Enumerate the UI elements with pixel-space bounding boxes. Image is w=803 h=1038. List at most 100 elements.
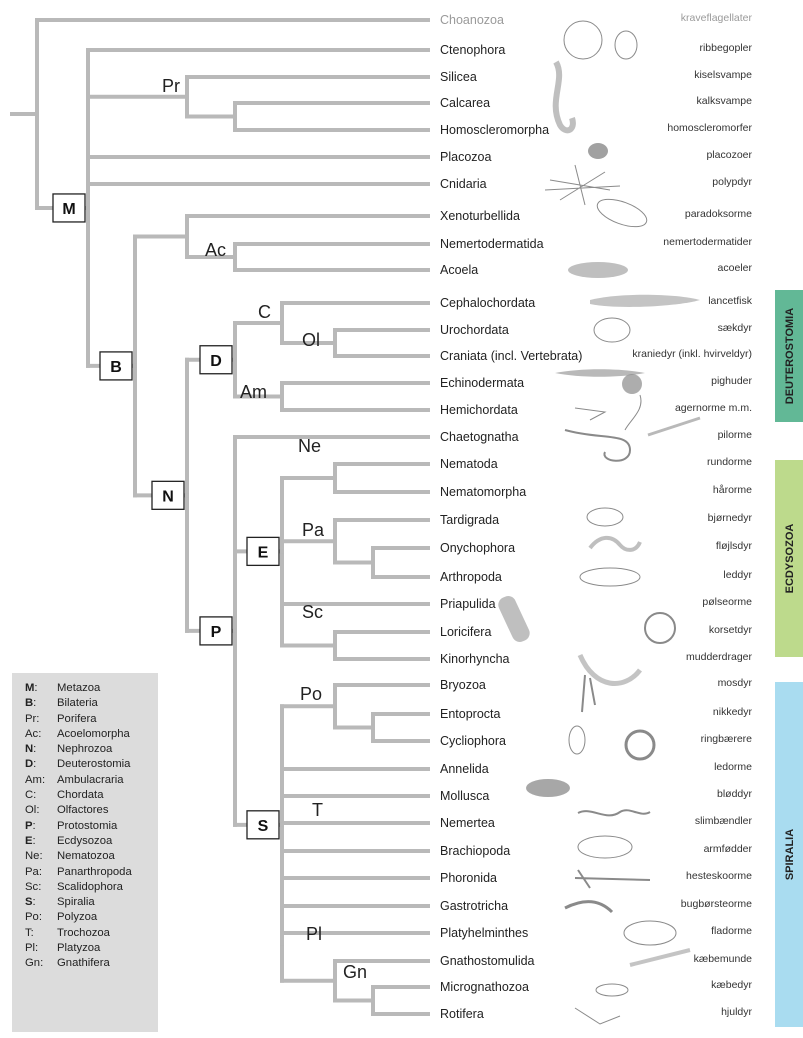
legend-row-s: S:Spiralia <box>25 895 158 910</box>
taxon-craniata-incl-vertebrata: Craniata (incl. Vertebrata) <box>440 349 582 363</box>
phoronida-illustration <box>575 870 650 888</box>
legend-separator: : <box>34 682 37 694</box>
legend-abbr-letter: Am <box>25 774 42 786</box>
legend-row-ac: Ac:Acoelomorpha <box>25 727 158 742</box>
band-ecdysozoa: ECDYSOZOA <box>775 460 803 657</box>
taxon-homoscleromorpha: Homoscleromorpha <box>440 123 549 137</box>
legend-name: Deuterostomia <box>57 758 130 770</box>
band-deuterostomia: DEUTEROSTOMIA <box>775 290 803 422</box>
brachiopoda-illustration <box>578 836 632 858</box>
nemertea-illustration <box>578 810 650 815</box>
common-name-platyhelminthes: fladorme <box>711 925 752 937</box>
common-name-craniata-incl-vertebrata: kraniedyr (inkl. hvirveldyr) <box>632 348 752 360</box>
kinorhyncha-illustration <box>580 655 640 684</box>
clade-label-am: Am <box>240 382 267 402</box>
common-name-nematomorpha: hårorme <box>713 484 752 496</box>
clade-label-ne: Ne <box>298 436 321 456</box>
legend-separator: : <box>33 820 36 832</box>
legend-abbr-letter: N <box>25 743 33 755</box>
legend-abbr: C: <box>25 788 57 803</box>
legend-name: Nephrozoa <box>57 743 112 755</box>
xenoturbellida-illustration <box>594 194 650 232</box>
legend-separator: : <box>39 850 42 862</box>
taxon-nemertodermatida: Nemertodermatida <box>440 237 544 251</box>
clade-label-t: T <box>312 800 323 820</box>
common-name-cycliophora: ringbærere <box>701 733 753 745</box>
platyhelminthes-illustration <box>624 921 676 945</box>
common-name-nemertea: slimbændler <box>695 815 753 827</box>
common-name-ctenophora: ribbegopler <box>699 42 752 54</box>
rotifera-illustration <box>575 1008 620 1024</box>
legend-separator: : <box>35 942 38 954</box>
taxon-nemertea: Nemertea <box>440 816 495 830</box>
taxon-acoela: Acoela <box>440 263 478 277</box>
legend-separator: : <box>36 804 39 816</box>
legend-abbr-letter: Po <box>25 911 39 923</box>
common-name-nematoda: rundorme <box>707 456 752 468</box>
legend-abbr-letter: B <box>25 697 33 709</box>
common-name-homoscleromorpha: homoscleromorfer <box>667 122 752 134</box>
legend-abbr: Sc: <box>25 880 57 895</box>
band-label: DEUTEROSTOMIA <box>784 308 796 404</box>
legend-separator: : <box>33 789 36 801</box>
taxon-platyhelminthes: Platyhelminthes <box>440 926 528 940</box>
common-name-mollusca: bløddyr <box>717 788 753 800</box>
clade-box-label: N <box>162 488 174 505</box>
legend-separator: : <box>33 758 36 770</box>
common-name-xenoturbellida: paradoksorme <box>685 208 752 220</box>
taxon-entoprocta: Entoprocta <box>440 707 501 721</box>
ctenophora-illustration <box>615 31 637 59</box>
clade-box-label: B <box>110 359 122 376</box>
legend-abbr-letter: Pr <box>25 713 36 725</box>
legend-row-d: D:Deuterostomia <box>25 757 158 772</box>
legend-abbr: Am: <box>25 773 57 788</box>
chaetognatha-illustration <box>648 418 700 435</box>
legend-abbr: Pr: <box>25 712 57 727</box>
legend-abbr: D: <box>25 757 57 772</box>
legend-abbr-letter: P <box>25 820 33 832</box>
legend-row-ol: Ol:Olfactores <box>25 803 158 818</box>
clade-label-gn: Gn <box>343 962 367 982</box>
legend-abbr-letter: D <box>25 758 33 770</box>
legend-separator: : <box>33 743 36 755</box>
taxon-arthropoda: Arthropoda <box>440 570 502 584</box>
legend-abbr: Po: <box>25 910 57 925</box>
legend-row-p: P:Protostomia <box>25 819 158 834</box>
abbreviation-legend: M:MetazoaB:BilateriaPr:PoriferaAc:Acoelo… <box>12 673 158 1032</box>
echinodermata-illustration <box>622 374 642 394</box>
legend-abbr: S: <box>25 895 57 910</box>
common-name-placozoa: placozoer <box>706 149 752 161</box>
taxon-loricifera: Loricifera <box>440 625 491 639</box>
common-name-kinorhyncha: mudderdrager <box>686 651 752 663</box>
legend-abbr: Pl: <box>25 941 57 956</box>
legend-abbr: E: <box>25 834 57 849</box>
common-name-nemertodermatida: nemertodermatider <box>663 236 752 248</box>
clade-label-pl: Pl <box>306 924 322 944</box>
legend-name: Ecdysozoa <box>57 835 112 847</box>
legend-row-po: Po:Polyzoa <box>25 910 158 925</box>
clade-label-ac: Ac <box>205 240 226 260</box>
legend-row-n: N: Nephrozoa <box>25 742 158 757</box>
legend-separator: : <box>38 881 41 893</box>
taxon-ctenophora: Ctenophora <box>440 43 505 57</box>
common-name-rotifera: hjuldyr <box>721 1006 752 1018</box>
taxon-onychophora: Onychophora <box>440 541 515 555</box>
legend-row-t: T:Trochozoa <box>25 926 158 941</box>
mollusca-illustration <box>526 779 570 797</box>
legend-row-gn: Gn:Gnathifera <box>25 956 158 971</box>
taxon-echinodermata: Echinodermata <box>440 376 524 390</box>
legend-abbr-letter: Pa <box>25 866 39 878</box>
legend-name: Nematozoa <box>57 850 115 862</box>
bryozoa-illustration <box>582 675 595 712</box>
legend-abbr-letter: Pl <box>25 942 35 954</box>
legend-abbr-letter: Sc <box>25 881 38 893</box>
common-name-annelida: ledorme <box>714 761 752 773</box>
legend-abbr-letter: S <box>25 896 33 908</box>
legend-abbr: T: <box>25 926 57 941</box>
boxed-clade-b: B <box>100 352 132 380</box>
boxed-clade-m: M <box>53 194 85 222</box>
legend-name: Olfactores <box>57 804 108 816</box>
cephalochordata-illustration <box>590 295 700 307</box>
common-name-gastrotricha: bugbørsteorme <box>681 898 752 910</box>
